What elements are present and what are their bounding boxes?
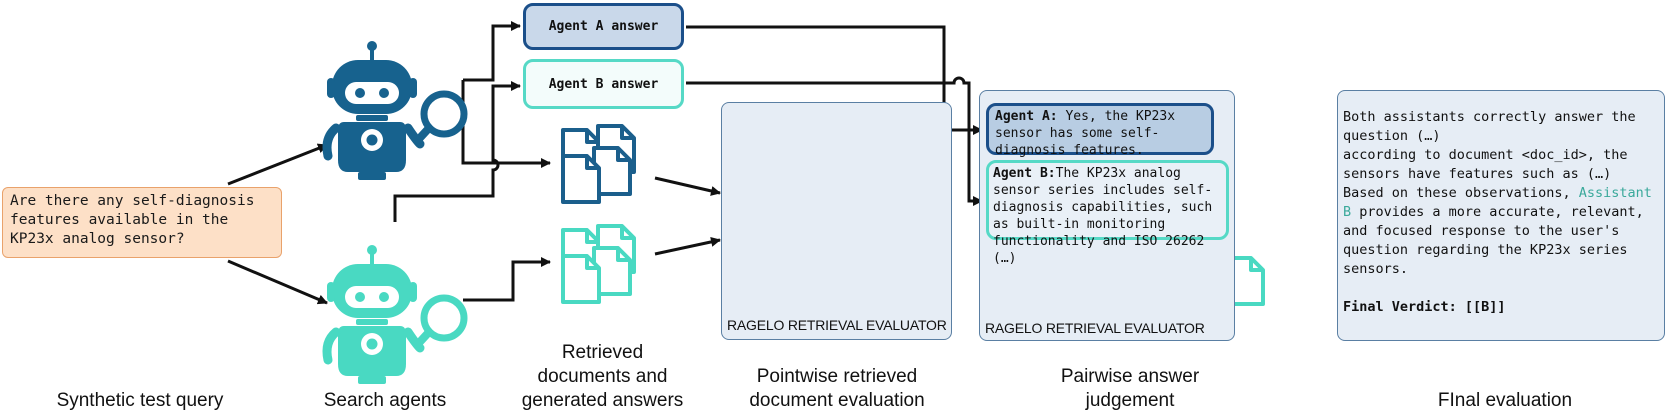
- caption-retrieved-line-3: generated answers: [521, 390, 684, 411]
- arrow-docs-b-to-pointwise: [654, 237, 721, 256]
- caption-retrieved-line-1: Retrieved: [561, 342, 644, 363]
- agent-b-judged-answer: Agent B:The KP23x analog sensor series i…: [986, 160, 1229, 266]
- caption-search-agents: Search agents: [323, 390, 447, 411]
- pairwise-evaluator-label: RAGELO RETRIEVAL EVALUATOR: [985, 320, 1205, 336]
- caption-synthetic-test-query: Synthetic test query: [56, 390, 224, 411]
- agent-a-answer-box: Agent A answer: [523, 3, 684, 50]
- caption-pairwise-line-1: Pairwise answer: [1060, 366, 1200, 387]
- caption-pointwise-line-1: Pointwise retrieved: [756, 366, 918, 387]
- arrow-agent-b-to-answer-b: [393, 81, 521, 222]
- final-text-part-2: provides a more accurate, relevant, and …: [1343, 204, 1652, 277]
- pointwise-evaluator-label: RAGELO RETRIEVAL EVALUATOR: [727, 317, 947, 333]
- arrow-answer-b-to-pairwise: [686, 76, 983, 206]
- caption-pointwise-line-2: document evaluation: [749, 390, 925, 411]
- assistant-b-name: Assistant B: [1343, 185, 1660, 220]
- final-verdict: Final Verdict: [[B]]: [1343, 299, 1506, 315]
- caption-pointwise-evaluation: Pointwise retrieved document evaluation: [718, 365, 956, 413]
- synthetic-query-box: Are there any self-diagnosis features av…: [2, 187, 282, 258]
- arrow-docs-a-to-pointwise: [654, 176, 721, 196]
- caption-retrieved-documents: Retrieved documents and generated answer…: [495, 341, 710, 413]
- agent-b-prefix: Agent B:: [993, 166, 1056, 181]
- robot-icon-agent-a: [327, 41, 464, 180]
- agent-a-answer-label: Agent A answer: [548, 19, 659, 34]
- agent-b-answer-box: Agent B answer: [523, 59, 684, 109]
- agent-b-answer-text: The KP23x analog sensor series includes …: [993, 166, 1213, 266]
- final-evaluation-text: Both assistants correctly answer the que…: [1343, 108, 1658, 279]
- agent-b-answer-label: Agent B answer: [548, 76, 659, 92]
- final-evaluation-panel: Both assistants correctly answer the que…: [1337, 90, 1665, 341]
- arrow-query-to-agent-b: [227, 259, 328, 305]
- arrow-agent-a-to-answer-a: [463, 21, 521, 82]
- agent-a-prefix: Agent A:: [995, 109, 1058, 124]
- connectors: [227, 21, 983, 305]
- arrow-answer-a-to-pairwise: [686, 25, 983, 135]
- arrow-agent-b-to-docs-b: [463, 257, 551, 302]
- documents-icon-agent-a: [561, 124, 636, 204]
- caption-pairwise-line-2: judgement: [1085, 390, 1175, 411]
- caption-final-evaluation: FInal evaluation: [1437, 390, 1573, 411]
- documents-icon-agent-b: [561, 224, 636, 304]
- query-text: Are there any self-diagnosis features av…: [10, 193, 255, 247]
- robot-icon-agent-b: [327, 245, 464, 384]
- agent-a-judged-answer: Agent A: Yes, the KP23x sensor has some …: [986, 103, 1214, 158]
- final-text-part-1: Both assistants correctly answer the que…: [1343, 109, 1636, 201]
- caption-retrieved-line-2: documents and: [537, 366, 668, 387]
- arrow-query-to-agent-a: [227, 143, 328, 186]
- pointwise-evaluator-panel: [721, 102, 952, 340]
- caption-pairwise-judgement: Pairwise answer judgement: [1020, 365, 1240, 413]
- agent-a-answer-text: Yes, the KP23x sensor has some self-diag…: [995, 109, 1176, 158]
